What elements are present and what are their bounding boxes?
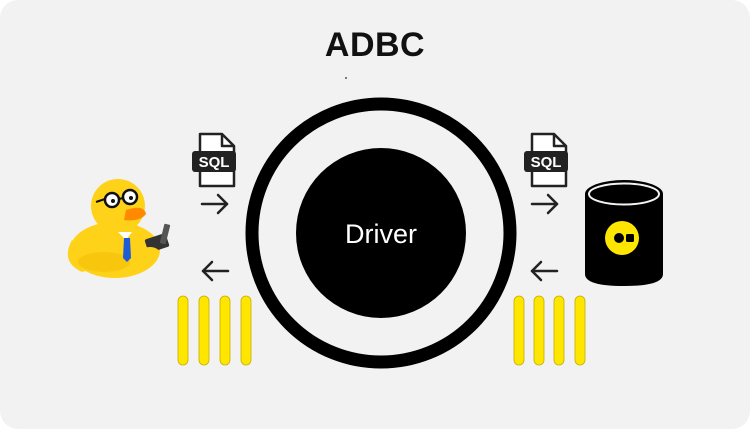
arrow-right-icon-left [200, 193, 229, 215]
columnar-data-icon-right [513, 295, 586, 366]
sql-doc-label-right: SQL [531, 154, 562, 171]
driver-outer-ring [245, 97, 517, 369]
title-dot [345, 77, 347, 79]
sql-document-icon-left: SQL [192, 132, 236, 188]
diagram-title: ADBC [324, 26, 426, 64]
arrow-left-icon-right [530, 260, 559, 282]
database-cylinder-icon [585, 180, 663, 286]
columnar-data-icon-left [177, 295, 252, 366]
arrow-right-icon-right [530, 193, 559, 215]
sql-document-icon-right: SQL [524, 132, 568, 188]
arrow-left-icon-left [201, 260, 230, 282]
sql-doc-label-left: SQL [199, 154, 230, 171]
driver-label: Driver [345, 219, 417, 249]
duck-with-laptop-icon [67, 179, 171, 278]
driver-core [296, 148, 466, 318]
